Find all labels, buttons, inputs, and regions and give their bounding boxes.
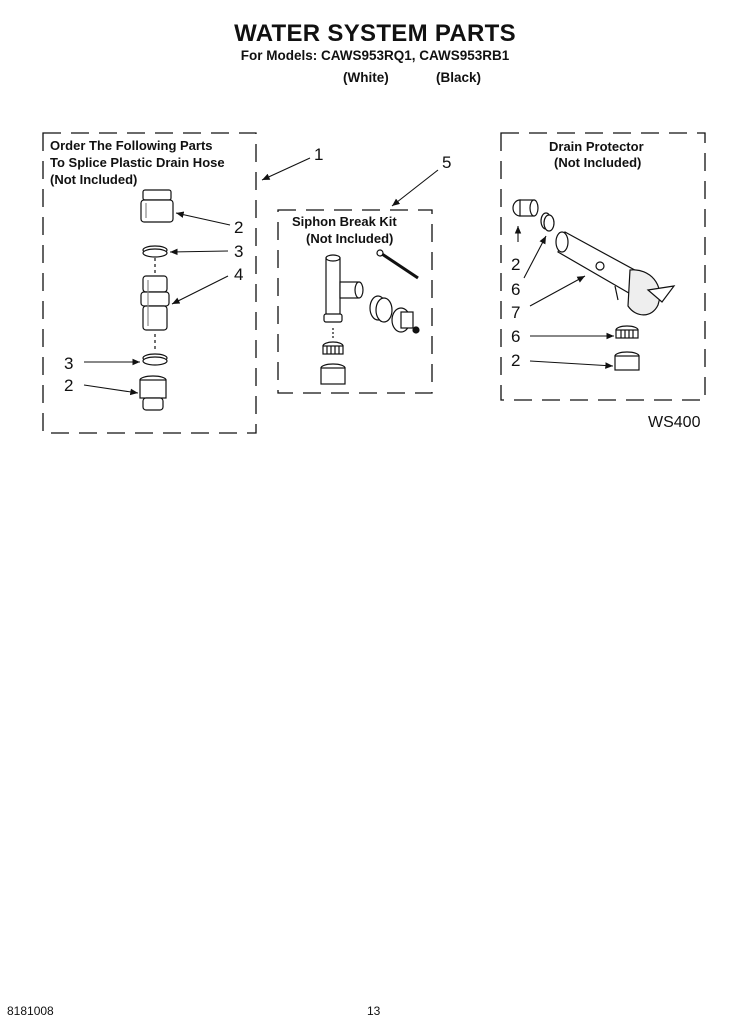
callout-6-drain-upper: 6: [511, 280, 521, 299]
callout-2-lower: 2: [64, 376, 74, 395]
siphon-adapter-icon: [320, 363, 346, 385]
callout-6-drain-lower: 6: [511, 327, 521, 346]
leader-2b: [83, 384, 139, 396]
siphon-kit-label-line2: (Not Included): [306, 231, 394, 246]
drain-adapter-top-icon: [512, 199, 539, 217]
callout-7: 7: [511, 303, 521, 322]
variant-black-label: (Black): [436, 70, 482, 85]
splice-kit-label-line3: (Not Included): [50, 172, 138, 187]
siphon-rod-icon: [376, 249, 419, 280]
callout-4: 4: [234, 265, 244, 284]
hose-connector-icon: [140, 275, 170, 331]
siphon-tee-icon: [323, 254, 364, 323]
drain-ring-top-icon: [540, 212, 555, 232]
drain-ring-bottom-icon: [615, 325, 639, 339]
callout-2-drain-lower: 2: [511, 351, 521, 370]
siphon-clamp-icon: [369, 295, 393, 323]
leader-7: [529, 275, 586, 307]
leader-2d: [529, 360, 614, 369]
drain-protector-body-icon: [555, 231, 676, 316]
leader-6a: [523, 235, 547, 279]
callout-2-upper: 2: [234, 218, 244, 237]
leader-4: [171, 275, 229, 305]
footer-page-number: 13: [367, 1004, 381, 1018]
hose-adapter-top-icon: [140, 189, 174, 223]
drain-protector-frame: [500, 132, 706, 401]
leader-3a: [169, 248, 229, 256]
siphon-cap-icon: [391, 307, 420, 334]
splice-kit-label-line2: To Splice Plastic Drain Hose: [50, 155, 225, 170]
splice-kit-frame: [42, 132, 257, 434]
drain-adapter-bottom-icon: [614, 351, 640, 371]
siphon-ring-icon: [322, 341, 344, 355]
clamp-ring-top-icon: [142, 245, 168, 258]
variant-white-label: (White): [343, 70, 389, 85]
drain-protector-label-line2: (Not Included): [554, 155, 642, 170]
callout-2-drain-upper: 2: [511, 255, 521, 274]
models-line: For Models: CAWS953RQ1, CAWS953RB1: [240, 48, 510, 63]
footer-part-number: 8181008: [7, 1004, 54, 1018]
splice-kit-label-line1: Order The Following Parts: [50, 138, 213, 153]
diagram-code: WS400: [648, 414, 701, 431]
callout-3-upper: 3: [234, 242, 244, 261]
leader-5: [391, 169, 439, 207]
leader-2a: [175, 211, 231, 226]
clamp-ring-bottom-icon: [142, 353, 168, 366]
leader-1: [261, 157, 311, 181]
page-title: WATER SYSTEM PARTS: [234, 20, 516, 47]
callout-3-lower: 3: [64, 354, 74, 373]
drain-protector-label-line1: Drain Protector: [549, 139, 644, 154]
callout-1: 1: [314, 145, 324, 164]
callout-5: 5: [442, 153, 452, 172]
hose-adapter-bottom-icon: [139, 375, 167, 411]
siphon-kit-label-line1: Siphon Break Kit: [292, 214, 397, 229]
